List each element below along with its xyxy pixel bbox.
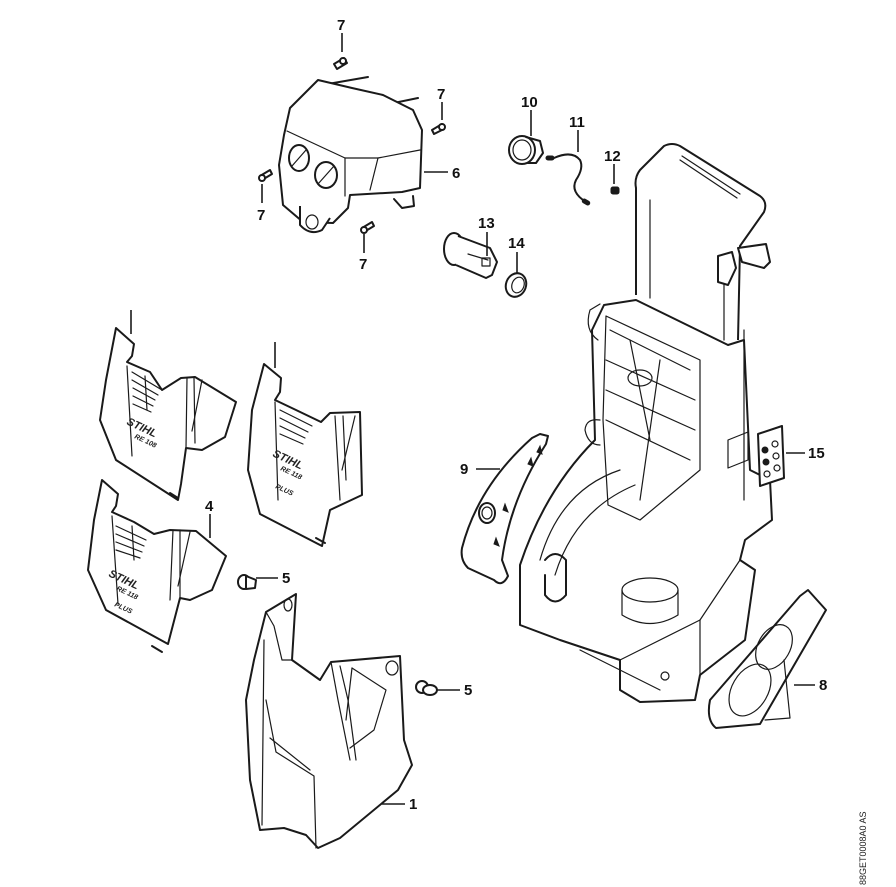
part-9-side-trim[interactable] [460, 433, 549, 585]
part-5-plug-upper[interactable] [237, 574, 257, 590]
screw-7-left[interactable] [258, 169, 273, 182]
screw-7-top[interactable] [333, 57, 348, 70]
callout-7-right: 7 [437, 86, 445, 103]
callout-8: 8 [819, 677, 827, 694]
callout-4: 4 [205, 498, 214, 515]
part-1-front-cover-lower[interactable] [245, 593, 413, 849]
callout-7-bottom: 7 [359, 256, 367, 273]
callout-10: 10 [521, 94, 538, 111]
part-12-nut[interactable] [610, 186, 620, 195]
callout-1: 1 [409, 796, 417, 813]
part-11-cable[interactable] [545, 153, 591, 206]
callout-11: 11 [569, 114, 585, 131]
callout-7-left: 7 [257, 207, 265, 224]
callout-12: 12 [604, 148, 621, 165]
screw-7-bottom[interactable] [360, 221, 375, 234]
front-cover-re108[interactable]: STIHL RE 108 [99, 310, 237, 501]
part-14-seal-ring[interactable] [502, 270, 529, 299]
part-13-switch[interactable] [443, 232, 498, 279]
callout-6: 6 [452, 165, 460, 182]
part-15-label-set[interactable] [757, 425, 785, 487]
part-5-plug-lower[interactable] [415, 680, 438, 696]
callout-7-top: 7 [337, 17, 345, 34]
callout-13: 13 [478, 215, 495, 232]
screw-7-right[interactable] [431, 123, 446, 135]
part-10-switch-ring[interactable] [508, 135, 544, 165]
part-8-nozzle-holder[interactable] [707, 589, 827, 729]
reference-code: 88GET0008A0 AS [858, 811, 868, 885]
front-cover-re118-plus-a[interactable]: STIHL RE 118 PLUS [247, 342, 363, 547]
part-6-top-cover[interactable] [278, 76, 423, 234]
callout-9: 9 [460, 461, 468, 478]
callout-14: 14 [508, 235, 525, 252]
callout-15: 15 [808, 445, 825, 462]
callout-5-lower: 5 [464, 682, 472, 699]
callout-5-upper: 5 [282, 570, 290, 587]
frame-housing[interactable] [519, 143, 773, 703]
part-4-front-cover-re118-plus[interactable]: STIHL RE 118 PLUS [87, 479, 227, 653]
